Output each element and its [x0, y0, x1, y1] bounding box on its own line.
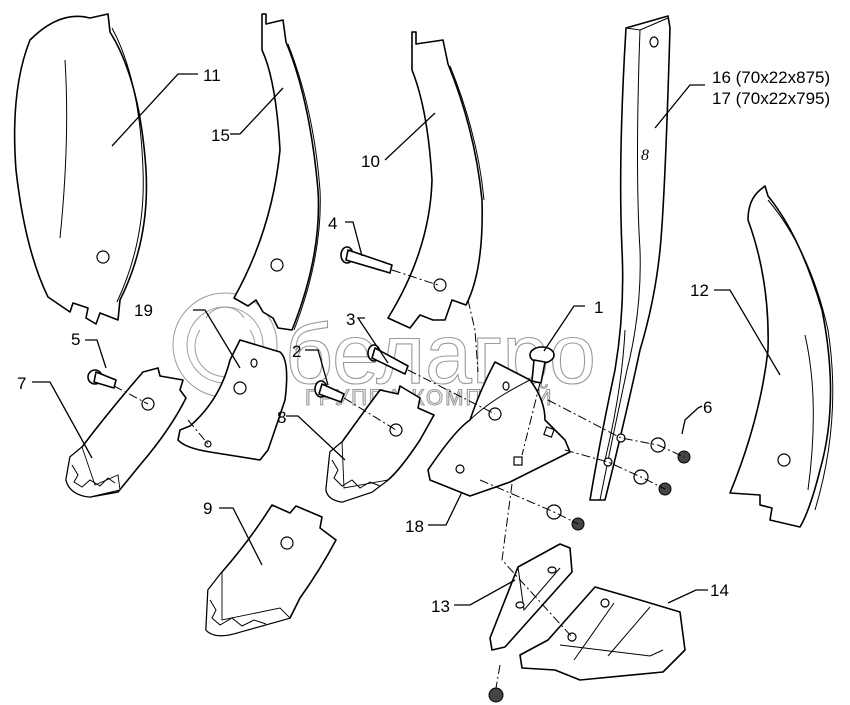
label-12: 12: [690, 281, 709, 300]
label-9: 9: [203, 499, 212, 518]
part-16-17-shank: 8: [589, 15, 671, 501]
label-10: 10: [361, 152, 380, 171]
part-15-mouldboard: [233, 13, 321, 331]
label-6: 6: [703, 398, 712, 417]
bolt-5: [87, 369, 117, 389]
part-12-mouldboard: [729, 185, 834, 528]
label-11: 11: [203, 66, 221, 85]
bolt-4: [340, 246, 393, 274]
label-4: 4: [328, 214, 337, 233]
part-13-bracket: [489, 543, 573, 651]
label-19: 19: [134, 301, 153, 320]
leader-lines: [32, 73, 781, 606]
label-3: 3: [346, 310, 355, 329]
label-1: 1: [594, 298, 603, 317]
part-10-mouldboard: [387, 31, 485, 329]
part-labels: 11 15 10 4 19 3 2 5 7 8 9 1 6 18 13 14 1…: [17, 66, 830, 616]
assembly-lines: [113, 269, 685, 689]
bolt-1: [529, 346, 555, 384]
part-18-holder: [427, 361, 571, 497]
label-15: 15: [211, 126, 230, 145]
label-16: 16 (70x22x875): [712, 68, 830, 87]
label-17: 17 (70x22x795): [712, 89, 830, 108]
shank-holes-marker: 8: [641, 147, 649, 164]
label-13: 13: [431, 597, 450, 616]
part-11-mouldboard: [13, 13, 148, 325]
label-5: 5: [71, 330, 80, 349]
bolt-2: [314, 380, 345, 403]
label-18: 18: [405, 517, 424, 536]
label-8: 8: [277, 408, 286, 427]
label-14: 14: [710, 581, 729, 600]
label-7: 7: [17, 374, 26, 393]
label-2: 2: [292, 342, 301, 361]
part-19-adapter: [177, 339, 288, 461]
bolt-3: [367, 344, 409, 375]
part-14-wing-share: [519, 586, 686, 681]
part-7-share: [65, 367, 187, 498]
part-9-share: [205, 504, 337, 637]
